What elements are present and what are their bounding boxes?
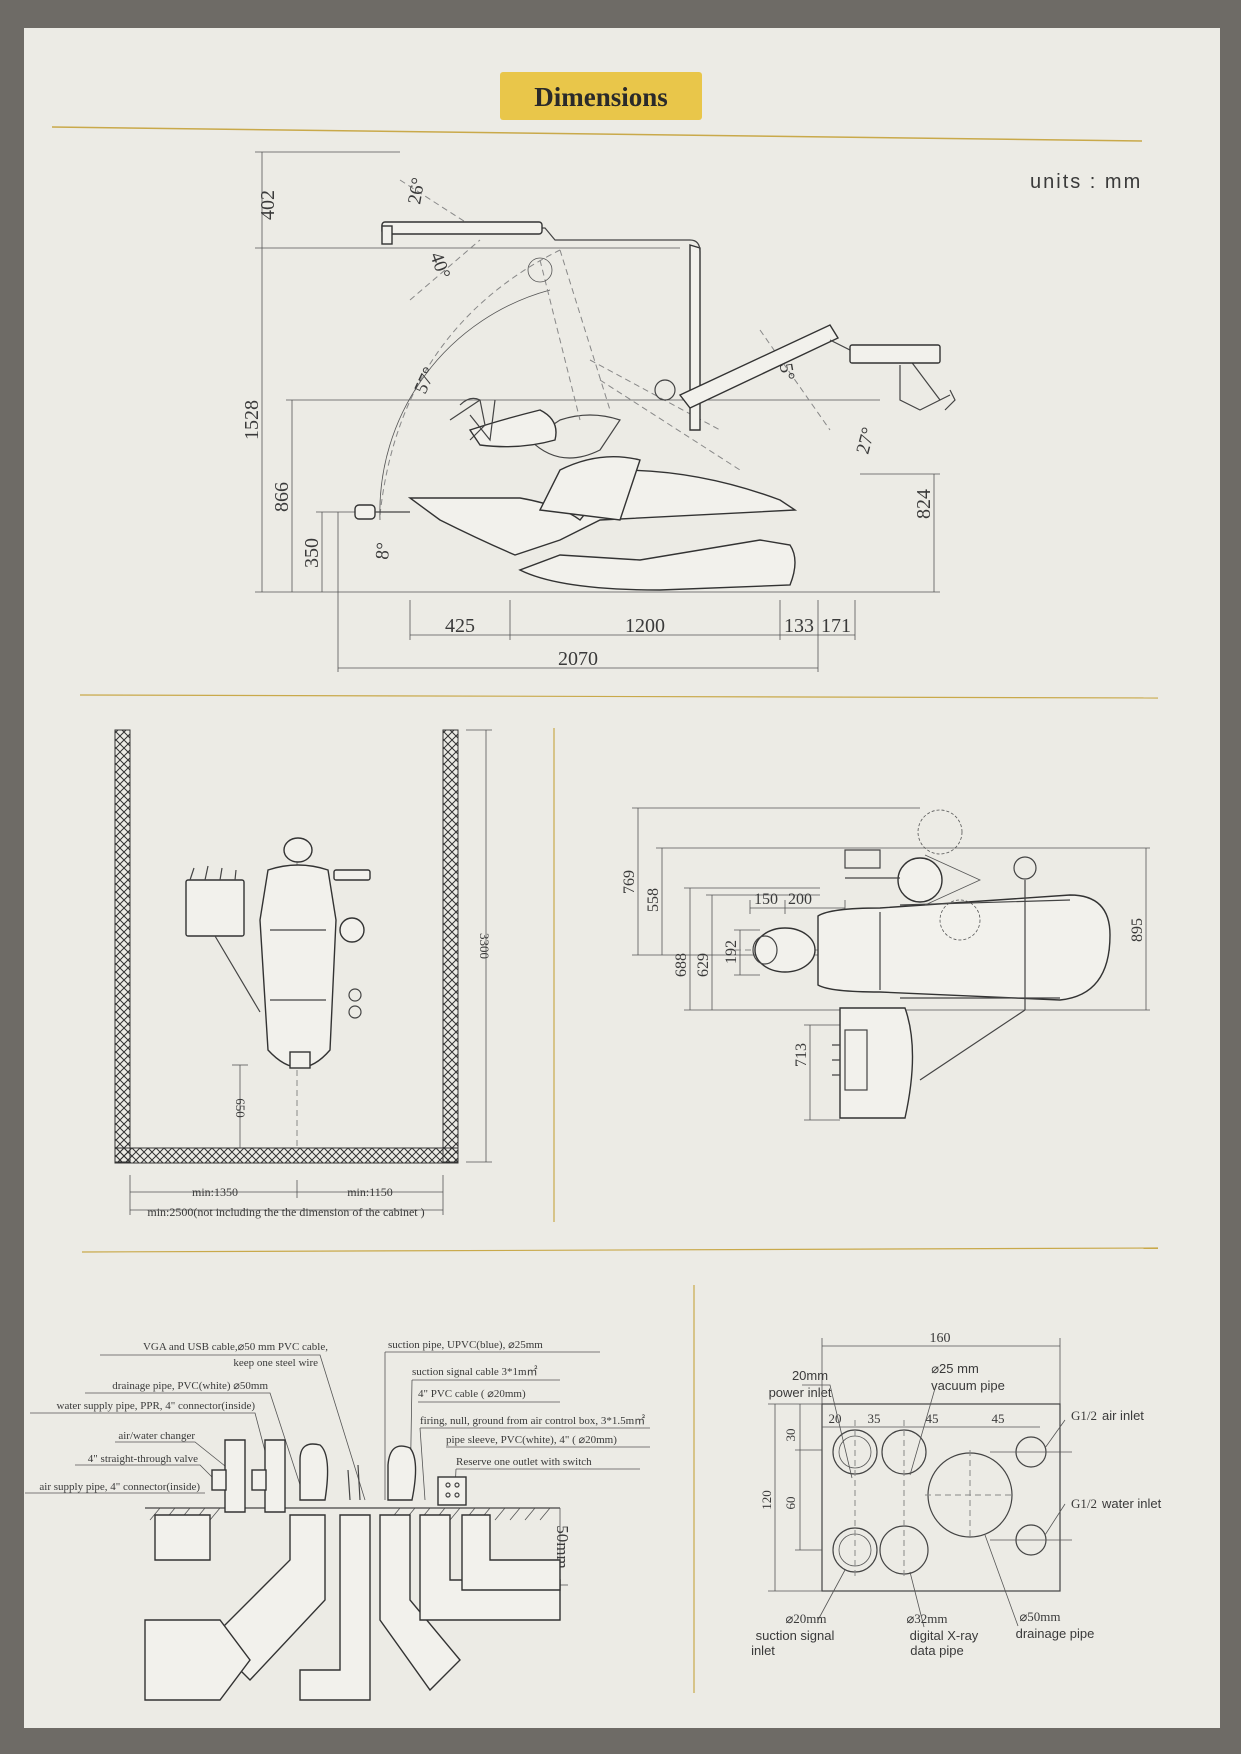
dim-171: 171 <box>821 615 851 637</box>
label-air: air inlet <box>1102 1408 1144 1423</box>
dim-200: 200 <box>788 891 812 908</box>
label-vga2: keep one steel wire <box>233 1357 318 1369</box>
dim-192: 192 <box>723 940 740 964</box>
dim-650: 650 <box>233 1098 248 1118</box>
label-water: water supply pipe, PPR, 4" connector(ins… <box>57 1400 256 1412</box>
page-title: Dimensions <box>534 82 668 112</box>
angle-40: 40° <box>425 250 454 282</box>
angle-27: 27° <box>853 425 880 456</box>
room-layout-diagram: 3300 650 min:1350 min:1150 min:2500(not … <box>114 729 492 1219</box>
min-1150: min:1150 <box>347 1185 393 1199</box>
title-badge <box>500 72 702 120</box>
dim-133: 133 <box>784 615 814 637</box>
angle-8: 8° <box>372 542 394 561</box>
dim-3300: 3300 <box>477 933 492 959</box>
label-suction: suction pipe, UPVC(blue), ⌀25mm <box>388 1339 543 1351</box>
dim-713: 713 <box>793 1043 810 1067</box>
label-xray-1: digital X-ray <box>910 1628 979 1643</box>
dim-1528: 1528 <box>241 400 263 440</box>
angle-57: 57° <box>410 364 440 397</box>
dim-50mm: 50mm <box>553 1525 572 1568</box>
label-air: air supply pipe, 4" connector(inside) <box>39 1481 200 1493</box>
label-signal: suction signal cable 3*1m㎡ <box>412 1365 538 1378</box>
label-drain-size: ⌀50mm <box>1019 1609 1060 1624</box>
dim-150: 150 <box>754 891 778 908</box>
dim-629: 629 <box>695 953 712 977</box>
dim-45a: 45 <box>926 1411 939 1426</box>
top-view-diagram: 769 558 688 629 192 150 200 713 895 <box>621 807 1150 1121</box>
dim-350: 350 <box>301 538 323 568</box>
min-1350: min:1350 <box>192 1185 238 1199</box>
label-pvc: 4" PVC cable ( ⌀20mm) <box>418 1388 526 1400</box>
label-vac: vacuum pipe <box>931 1378 1005 1393</box>
dim-30: 30 <box>783 1429 798 1442</box>
section-rule-1 <box>79 694 1159 699</box>
installation-diagram: VGA and USB cable,⌀50 mm PVC cable, keep… <box>25 1339 650 1701</box>
min-2500: min:2500(not including the the dimension… <box>147 1205 424 1219</box>
label-power-size: 20mm <box>792 1368 828 1383</box>
label-firing: firing, null, ground from air control bo… <box>420 1414 645 1427</box>
dim-425: 425 <box>445 615 475 637</box>
chair-top <box>752 809 1111 1119</box>
side-view-diagram: 402 1528 866 350 824 425 1200 133 171 20… <box>241 151 956 672</box>
dim-35: 35 <box>868 1411 881 1426</box>
dim-688: 688 <box>673 953 690 977</box>
dental-chair-side <box>354 221 956 591</box>
dim-60: 60 <box>783 1497 798 1510</box>
dim-895: 895 <box>1129 918 1146 942</box>
label-air-size: G1/2 <box>1071 1408 1097 1423</box>
label-suction-2: inlet <box>751 1643 775 1658</box>
panel-ports <box>832 1420 1072 1580</box>
angle-26: 26° <box>404 176 429 206</box>
label-changer: air/water changer <box>118 1430 195 1442</box>
dim-120: 120 <box>759 1490 774 1510</box>
chair-plan-room <box>185 837 371 1069</box>
dim-769: 769 <box>621 870 638 894</box>
connection-panel-diagram: 160 120 30 60 20 35 45 45 20mm power inl… <box>751 1331 1162 1658</box>
label-vga: VGA and USB cable,⌀50 mm PVC cable, <box>143 1341 328 1353</box>
dim-824: 824 <box>913 489 935 519</box>
label-xray-2: data pipe <box>910 1643 964 1658</box>
label-water-size: G1/2 <box>1071 1496 1097 1511</box>
label-drain: drainage pipe <box>1016 1626 1095 1641</box>
units-label: units : mm <box>1030 171 1142 193</box>
label-vac-size: ⌀25 mm <box>931 1361 979 1376</box>
label-reserve: Reserve one outlet with switch <box>456 1456 592 1468</box>
section-rule-2 <box>81 1247 1159 1253</box>
label-water: water inlet <box>1101 1496 1162 1511</box>
label-valve: 4" straight-through valve <box>88 1453 198 1465</box>
dim-2070: 2070 <box>558 648 598 670</box>
label-suction-1: suction signal <box>756 1628 835 1643</box>
dim-45b: 45 <box>992 1411 1005 1426</box>
dim-20: 20 <box>829 1411 842 1426</box>
panel-plate <box>821 1403 1061 1592</box>
label-xray-size: ⌀32mm <box>906 1611 947 1626</box>
label-suction-size: ⌀20mm <box>785 1611 826 1626</box>
header: Dimensions units : mm <box>51 72 1143 193</box>
label-drain: drainage pipe, PVC(white) ⌀50mm <box>112 1380 268 1392</box>
label-sleeve: pipe sleeve, PVC(white), 4" ( ⌀20mm) <box>446 1434 617 1446</box>
label-power: power inlet <box>769 1385 832 1400</box>
dim-160: 160 <box>930 1331 951 1346</box>
dim-402: 402 <box>257 190 279 220</box>
header-rule <box>51 126 1143 142</box>
dim-866: 866 <box>271 482 293 512</box>
pipe-network <box>144 1439 561 1701</box>
dim-1200: 1200 <box>625 615 665 637</box>
dim-558: 558 <box>645 888 662 912</box>
